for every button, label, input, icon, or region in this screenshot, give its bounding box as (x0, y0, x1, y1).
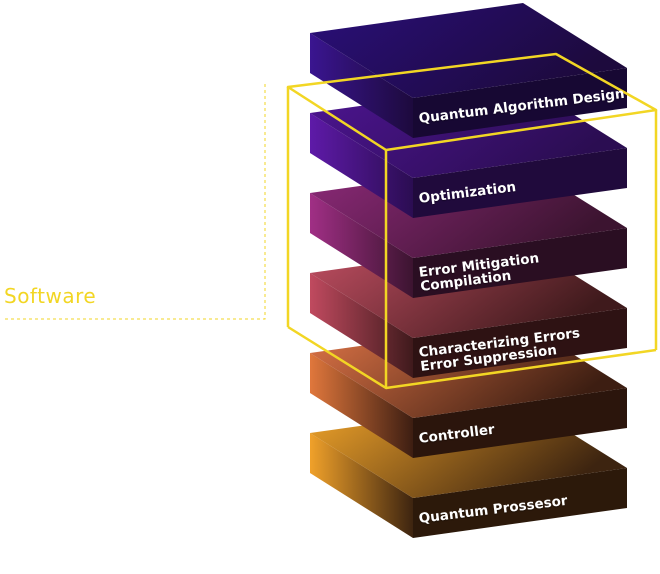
layer-front-face (413, 68, 627, 138)
software-leader-line (4, 84, 266, 320)
software-box-bottom (287, 325, 657, 390)
layer-front-face (413, 148, 627, 218)
software-bracket (4, 52, 658, 390)
layer-front-face (413, 388, 627, 458)
layer-front-face (413, 228, 627, 298)
layer-front-face (413, 308, 627, 378)
layer-left-face (310, 33, 413, 138)
layer-front-face (413, 468, 627, 538)
software-label: Software (4, 284, 97, 308)
layer-left-face (310, 433, 413, 538)
layer-left-face (310, 353, 413, 458)
layers-group (310, 3, 627, 538)
